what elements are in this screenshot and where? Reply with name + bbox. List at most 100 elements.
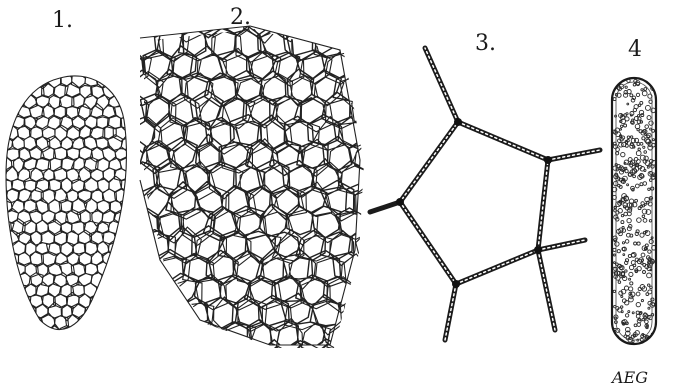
granule [643,168,647,172]
granule [633,116,639,121]
granule [635,229,640,234]
granule [641,286,648,292]
granule [645,255,651,260]
granule [645,138,652,145]
granule [616,249,621,254]
granule [645,209,652,215]
granule [614,241,620,247]
granule [644,137,651,144]
granule [634,231,639,236]
granule [648,120,654,126]
granule [643,315,647,320]
granule [623,90,628,95]
granule [647,289,653,295]
granule [636,318,642,324]
granule [650,297,655,302]
granule [620,305,624,309]
granule [640,299,644,303]
granule [622,168,626,171]
granule [612,253,616,257]
granule [616,270,622,276]
granule [622,253,626,256]
granule [632,145,636,149]
granule [649,127,653,131]
granule [643,150,647,154]
granule [620,118,626,125]
granule [644,133,647,137]
granule [622,275,628,282]
granule [615,327,621,333]
granule [646,165,650,169]
granule [640,252,646,258]
granule [626,211,632,217]
cell-wall-network [6,75,127,330]
granule [647,187,651,191]
granule [644,243,649,248]
granule [650,339,655,343]
granule [636,322,642,327]
figure-2-label: 2. [230,5,251,30]
granule [623,285,630,291]
granule [637,147,641,151]
granule [635,150,642,157]
granule [620,213,625,218]
granule [613,261,616,264]
granule [628,198,635,204]
granule [627,162,631,166]
granule [621,179,626,184]
granule [624,239,630,244]
granule [620,310,624,314]
granule [640,201,645,206]
granule [633,241,638,246]
granule [623,123,628,128]
granule [636,217,642,223]
granule [627,224,633,229]
granule [620,151,626,158]
granule [639,173,645,179]
granule [620,135,626,140]
granule [614,79,619,85]
granule [627,157,633,163]
granule [629,233,634,238]
granule [633,156,639,162]
granule [642,270,646,274]
figure-4-elongated-cell [610,76,658,346]
granule [624,269,628,273]
granule [637,116,642,121]
granule [631,339,635,344]
granule [644,319,649,324]
granule [620,196,626,202]
granule [635,92,641,98]
granule [645,200,650,205]
granule [619,127,623,131]
granule [612,78,616,83]
granule [632,174,636,179]
granule [644,160,651,166]
granule [626,135,631,139]
granule [628,294,634,300]
granule [644,246,648,251]
figure-4-label: 4 [628,37,642,62]
granule [641,214,646,219]
granule [637,103,642,107]
granule [628,264,635,271]
granule [646,272,652,279]
granule [643,155,649,161]
granule [620,115,626,121]
granule [639,182,644,187]
cell-wall-network [144,29,364,348]
granule [635,301,641,308]
granule [617,86,622,92]
granule [630,185,635,191]
granule [626,102,630,106]
granule [647,249,652,254]
granule [636,241,641,246]
granule [636,159,641,164]
granule [628,286,634,292]
granule [625,112,629,116]
granule [624,169,629,174]
granule [621,298,627,304]
granule [632,202,638,208]
granule [639,232,645,238]
granule [639,100,644,105]
